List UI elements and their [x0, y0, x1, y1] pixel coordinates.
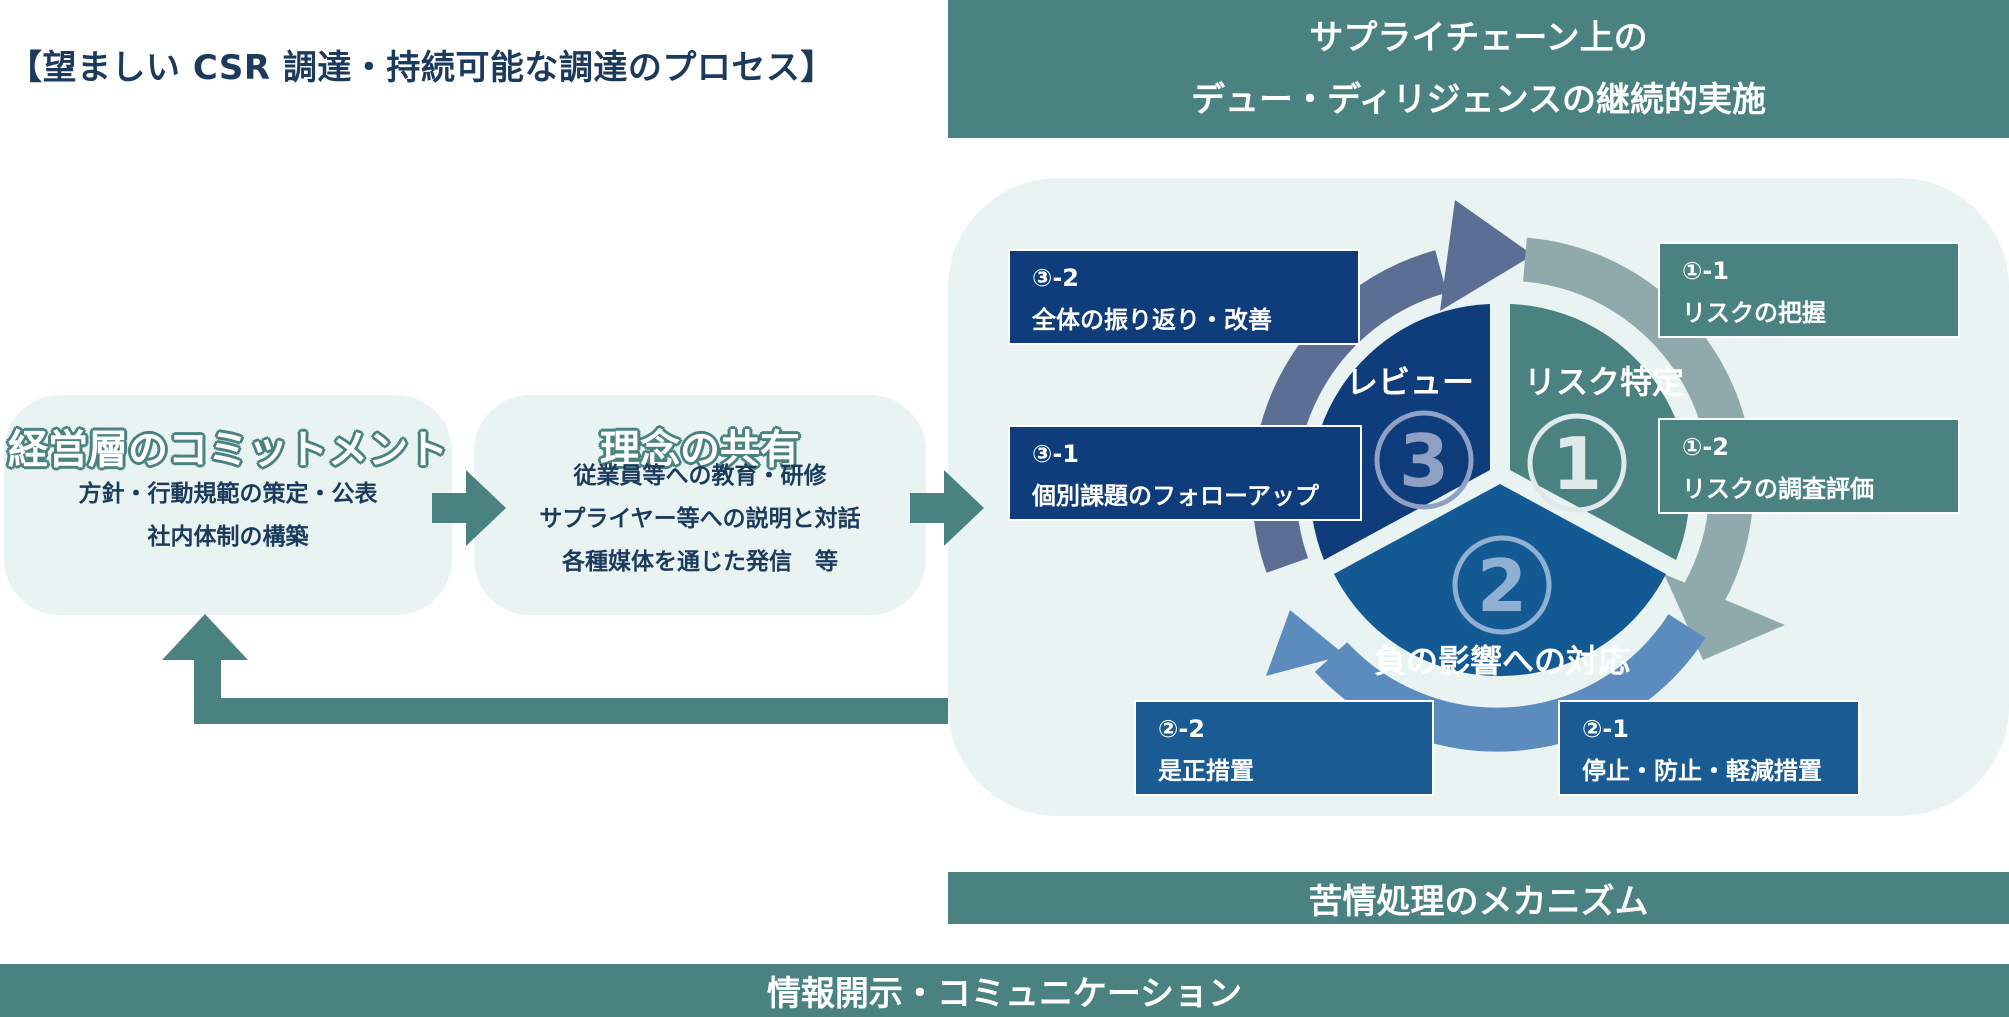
number-2: 2 [1477, 544, 1527, 628]
number-circle-1 [1527, 413, 1627, 513]
number-circle-2 [1452, 535, 1552, 635]
due-diligence-banner-line2: デュー・ディリジェンスの継続的実施 [1191, 80, 1766, 120]
commitment-line: 社内体制の構築 [147, 524, 309, 550]
disclosure-banner: 情報開示・コミュニケーション [0, 964, 2009, 1017]
commitment-line: 方針・行動規範の策定・公表 [78, 481, 378, 507]
sharing-line: 従業員等への教育・研修 [573, 463, 827, 489]
due-diligence-banner: サプライチェーン上の デュー・ディリジェンスの継続的実施 [948, 0, 2009, 138]
step-text: 個別課題のフォローアップ [1032, 482, 1320, 510]
step-text: リスクの把握 [1682, 299, 1826, 327]
segment-risk [1510, 304, 1690, 560]
step-code: ①-2 [1682, 433, 1729, 461]
step-text: 停止・防止・軽減措置 [1582, 757, 1822, 785]
ring-arrowhead-icon [1440, 200, 1533, 311]
arrow-right-icon [432, 470, 506, 546]
step-code: ①-1 [1682, 257, 1729, 285]
number-circle-3 [1374, 410, 1474, 510]
commitment-heading: 経営層のコミットメント [8, 427, 448, 473]
sharing-line: 各種媒体を通じた発信 等 [562, 549, 838, 575]
page-title: 【望ましい CSR 調達・持続可能な調達のプロセス】 [8, 48, 835, 88]
segment-divider [1497, 470, 1669, 572]
grievance-banner: 苦情処理のメカニズム [948, 872, 2009, 924]
sharing-box: 理念の共有 従業員等への教育・研修 サプライヤー等への説明と対話 各種媒体を通じ… [474, 395, 926, 615]
step-code: ②-2 [1158, 715, 1205, 743]
step-2-2-box: ②-2 是正措置 [1134, 700, 1434, 796]
sharing-line: サプライヤー等への説明と対話 [539, 506, 861, 532]
segment-response [1334, 484, 1666, 677]
step-text: リスクの調査評価 [1682, 475, 1874, 503]
number-3: 3 [1399, 419, 1449, 503]
step-1-2-box: ①-2 リスクの調査評価 [1658, 418, 1960, 514]
step-text: 全体の振り返り・改善 [1032, 306, 1272, 334]
step-1-1-box: ①-1 リスクの把握 [1658, 242, 1960, 338]
step-3-1-box: ③-1 個別課題のフォローアップ [1008, 425, 1362, 521]
step-code: ②-1 [1582, 715, 1629, 743]
due-diligence-banner-line1: サプライチェーン上の [1309, 18, 1648, 58]
segment-label-risk: リスク特定 [1524, 363, 1684, 401]
commitment-lines: 方針・行動規範の策定・公表 社内体制の構築 [4, 473, 452, 559]
step-text: 是正措置 [1158, 757, 1254, 785]
sharing-heading: 理念の共有 [600, 427, 800, 473]
ring-arrowhead-icon [1266, 610, 1345, 676]
arrow-right-icon [910, 470, 984, 546]
ring-arc-risk [1522, 237, 1754, 617]
commitment-box: 経営層のコミットメント 方針・行動規範の策定・公表 社内体制の構築 [4, 395, 452, 615]
segment-label-review: レビュー [1346, 363, 1474, 401]
ring-arc-response [1314, 613, 1706, 752]
step-code: ③-2 [1032, 264, 1079, 292]
sharing-lines: 従業員等への教育・研修 サプライヤー等への説明と対話 各種媒体を通じた発信 等 [474, 455, 926, 584]
step-3-2-box: ③-2 全体の振り返り・改善 [1008, 249, 1360, 345]
segment-label-response: 負の影響への対応 [1374, 642, 1630, 680]
step-2-1-box: ②-1 停止・防止・軽減措置 [1558, 700, 1860, 796]
number-1: 1 [1552, 422, 1602, 506]
step-code: ③-1 [1032, 440, 1079, 468]
return-arrow-icon [162, 614, 948, 724]
segment-divider [1331, 470, 1503, 572]
